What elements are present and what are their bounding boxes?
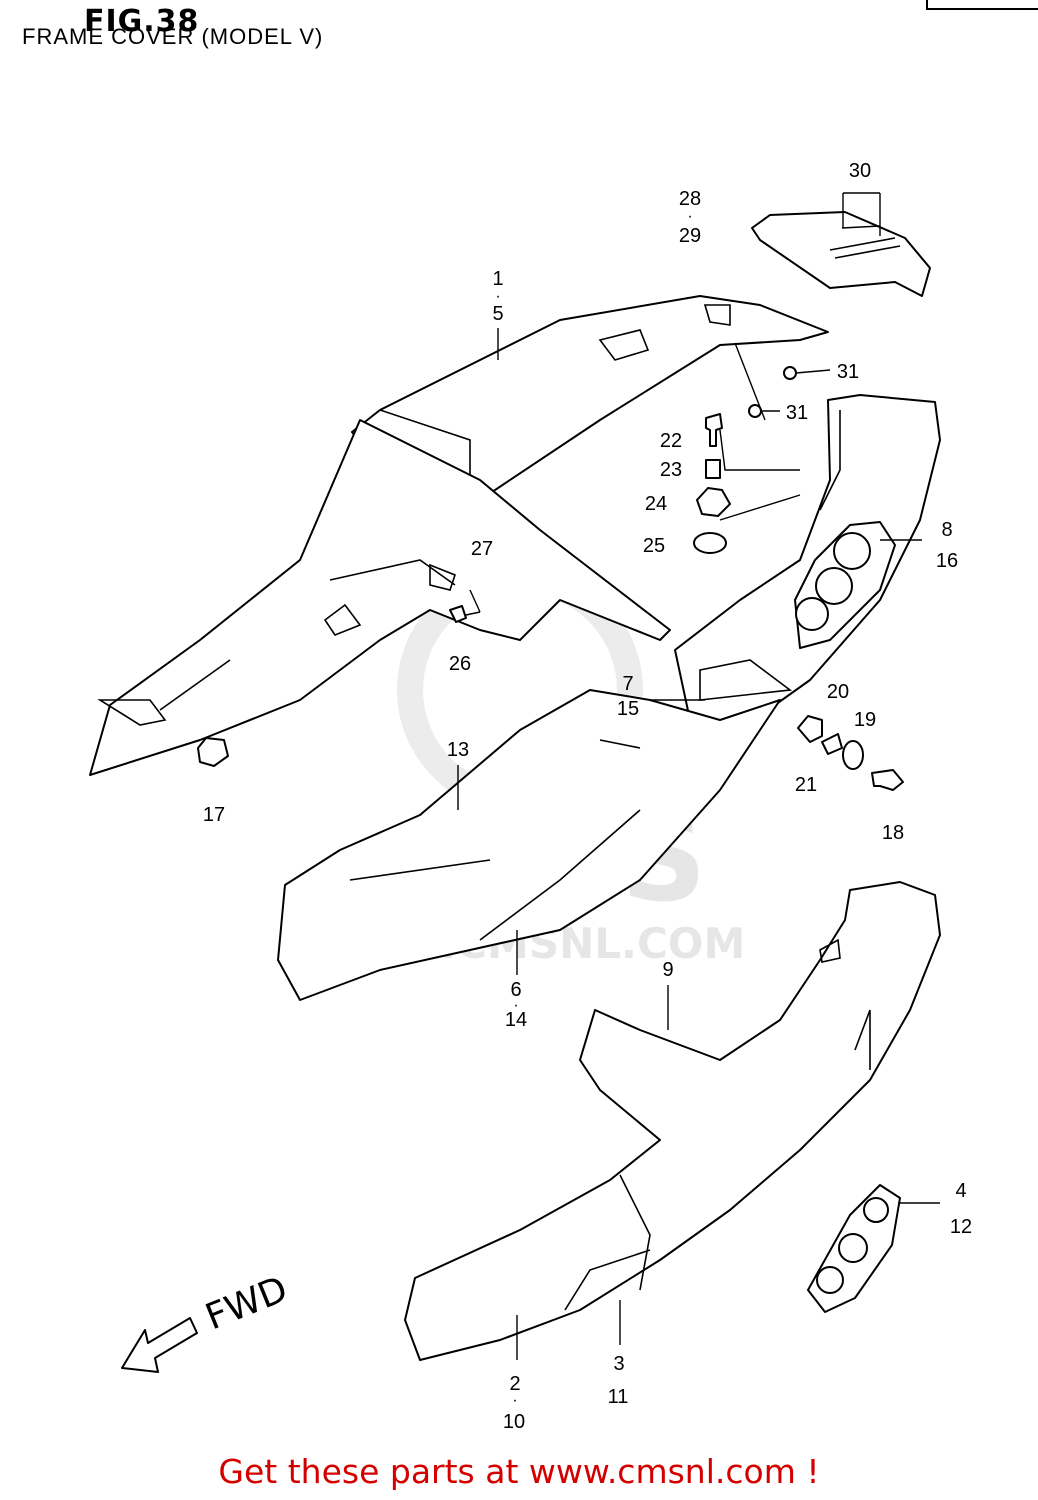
callout-11: 11 (608, 1386, 629, 1408)
callout-2: 2 (509, 1373, 520, 1395)
callout-18: 18 (882, 822, 904, 844)
callout-17: 17 (203, 804, 225, 826)
callout-8: 8 (941, 519, 952, 541)
callout-6: 6 (510, 979, 521, 1001)
reflector-part (807, 1184, 940, 1313)
callout-20: 20 (827, 681, 849, 703)
figure-title: FIG.38 (84, 4, 200, 39)
callout-16: 16 (936, 550, 958, 572)
callout-3: 3 (613, 1353, 624, 1375)
callout-12: 12 (950, 1216, 972, 1238)
callout-30: 30 (849, 160, 871, 182)
svg-text:·: · (687, 208, 692, 225)
callout-9: 9 (662, 959, 673, 981)
frame-cover-lower-right-part (404, 881, 941, 1361)
forward-direction-arrow (121, 1317, 198, 1373)
callout-14: 14 (505, 1009, 527, 1031)
callout-29: 29 (679, 225, 701, 247)
callout-25: 25 (643, 535, 665, 557)
callout-24: 24 (645, 493, 667, 515)
callout-labels: 1 · 5 28 · 29 30 31 31 22 23 24 25 27 26… (203, 160, 972, 1433)
callout-27: 27 (471, 538, 493, 560)
callout-5: 5 (492, 303, 503, 325)
callout-26: 26 (449, 653, 471, 675)
frame-cover-lower-part (277, 689, 781, 1001)
callout-23: 23 (660, 459, 682, 481)
callout-21: 21 (795, 774, 817, 796)
callout-31-upper: 31 (837, 361, 859, 383)
svg-text:·: · (513, 997, 518, 1014)
callout-31-lower: 31 (786, 402, 808, 424)
tail-piece-part (751, 192, 931, 297)
svg-text:·: · (495, 288, 500, 305)
frame-cover-main-part (89, 419, 671, 776)
figure-subtitle: FRAME COVER (MODEL V) (22, 24, 324, 49)
callout-13: 13 (447, 739, 469, 761)
callout-15: 15 (617, 698, 639, 720)
tail-side-cover-part (650, 394, 941, 731)
footer-link-text[interactable]: Get these parts at www.cmsnl.com ! (218, 1452, 820, 1491)
callout-22: 22 (660, 430, 682, 452)
callout-19: 19 (854, 709, 876, 731)
corner-frame-mark (926, 0, 1038, 10)
callout-1: 1 (492, 268, 503, 290)
callout-28: 28 (679, 188, 701, 210)
fwd-label: FWD (200, 1269, 293, 1338)
callout-4: 4 (955, 1180, 966, 1202)
callout-7: 7 (622, 673, 633, 695)
callout-10: 10 (503, 1411, 525, 1433)
svg-text:·: · (512, 1392, 517, 1409)
fastener-group (197, 342, 904, 791)
